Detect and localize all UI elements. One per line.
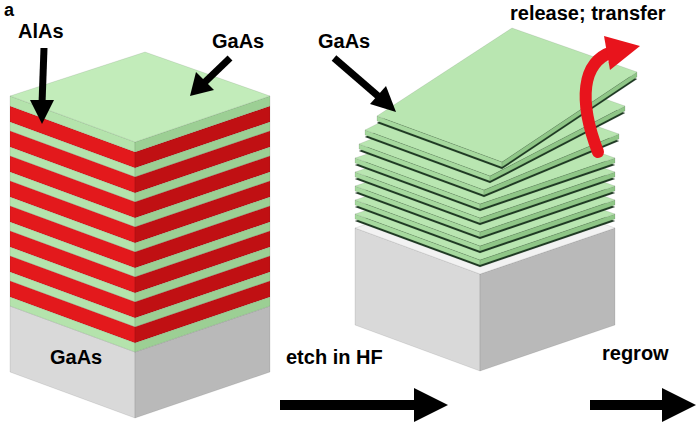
- process-arrowhead: [414, 388, 448, 422]
- layer-label: AlAs: [18, 20, 64, 43]
- process-arrow: [590, 400, 668, 410]
- leader-arrow: [42, 48, 44, 104]
- substrate-label: GaAs: [50, 346, 102, 369]
- gaas-layer: [10, 297, 135, 352]
- released-stack: [355, 28, 637, 371]
- process-label: regrow: [602, 342, 669, 365]
- step-label: release; transfer: [510, 2, 666, 25]
- process-arrow: [280, 400, 420, 410]
- process-label: etch in HF: [286, 346, 383, 369]
- leader-arrow: [334, 58, 378, 96]
- gaas-top-face: [10, 52, 270, 142]
- leader-arrowhead: [30, 100, 54, 124]
- leader-arrowhead: [370, 86, 396, 112]
- layer-label: GaAs: [318, 30, 370, 53]
- epitaxial-stack: [10, 52, 270, 418]
- gaas-layer: [135, 297, 270, 352]
- release-arrow: [586, 52, 612, 152]
- leader-arrow: [205, 58, 230, 82]
- layer-label: GaAs: [212, 30, 264, 53]
- process-arrowhead: [662, 388, 696, 422]
- gaas-sheet: [377, 28, 637, 162]
- pointer-arrows: [30, 36, 696, 422]
- leader-arrowhead: [190, 72, 214, 96]
- panel-letter: a: [4, 0, 14, 21]
- release-arrowhead: [604, 36, 640, 70]
